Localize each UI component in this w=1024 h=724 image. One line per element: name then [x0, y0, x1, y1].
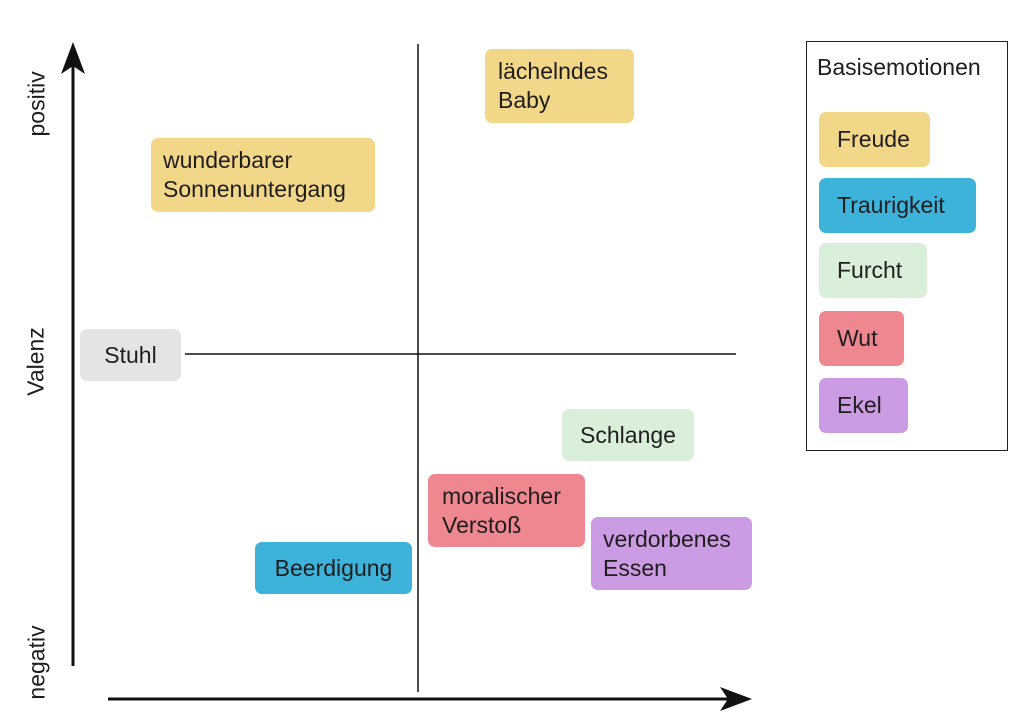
- card-moralischer-verstoss: moralischer Verstoß: [428, 474, 585, 547]
- horizontal-axis-arrowhead: [720, 687, 752, 711]
- card-stuhl-label: Stuhl: [104, 341, 157, 368]
- axis-label-valenz: Valenz: [22, 327, 49, 396]
- card-verdorbenes-essen-line2: Essen: [603, 555, 667, 581]
- legend-entry-ekel-label: Ekel: [837, 392, 882, 418]
- card-sonnenuntergang-line2: Sonnenuntergang: [163, 176, 346, 202]
- axis-label-positiv: positiv: [23, 71, 50, 137]
- card-schlange: Schlange: [562, 409, 694, 461]
- legend-entry-ekel: Ekel: [819, 378, 908, 433]
- legend-entry-furcht-label: Furcht: [837, 257, 903, 283]
- legend-entry-traurigkeit-label: Traurigkeit: [837, 192, 945, 218]
- legend-title: Basisemotionen: [817, 54, 981, 80]
- card-sonnenuntergang-line1: wunderbarer: [163, 147, 293, 173]
- card-verdorbenes-essen-line1: verdorbenes: [603, 526, 731, 552]
- card-moralischer-verstoss-line2: Verstoß: [442, 512, 522, 538]
- card-laechelndes-baby-line2: Baby: [498, 87, 551, 113]
- legend-entry-freude: Freude: [819, 112, 930, 167]
- legend-entry-freude-label: Freude: [837, 126, 910, 152]
- axis-label-negativ: negativ: [23, 625, 50, 700]
- card-verdorbenes-essen: verdorbenes Essen: [591, 517, 752, 590]
- card-schlange-label: Schlange: [580, 421, 676, 448]
- card-laechelndes-baby: lächelndes Baby: [485, 49, 634, 123]
- legend-entry-traurigkeit: Traurigkeit: [819, 178, 976, 233]
- card-laechelndes-baby-line1: lächelndes: [498, 58, 608, 84]
- card-sonnenuntergang: wunderbarer Sonnenuntergang: [151, 138, 375, 212]
- card-beerdigung-label: Beerdigung: [274, 554, 393, 581]
- card-stuhl: Stuhl: [80, 329, 181, 381]
- legend-entry-wut: Wut: [819, 311, 904, 366]
- legend: Basisemotionen Freude Traurigkeit Furcht…: [806, 41, 1008, 451]
- valence-axis-arrowhead: [61, 42, 85, 74]
- legend-entry-wut-label: Wut: [837, 325, 878, 351]
- legend-entry-furcht: Furcht: [819, 243, 927, 298]
- card-beerdigung: Beerdigung: [255, 542, 412, 594]
- card-moralischer-verstoss-line1: moralischer: [442, 483, 561, 509]
